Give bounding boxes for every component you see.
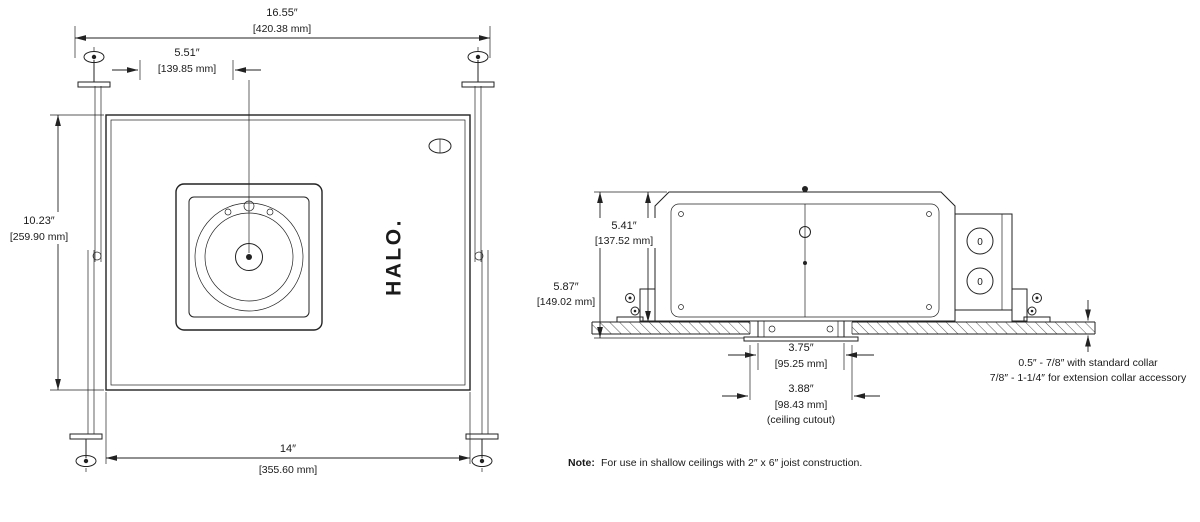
- ceiling-section: [591, 321, 1096, 335]
- dim-frame-height-mm: [259.90 mm]: [10, 231, 68, 243]
- knockout-label: 0: [977, 237, 983, 248]
- dim-frame-height-in: 10.23″: [23, 215, 55, 227]
- footnote: Note: For use in shallow ceilings with 2…: [568, 457, 862, 469]
- hanger-foot-bottom-left: [69, 433, 103, 472]
- collar-note-line2: 7/8″ - 1-1/4″ for extension collar acces…: [990, 372, 1187, 384]
- wing-nut-icon: [467, 51, 489, 63]
- hanger-foot-top-left: [77, 47, 111, 88]
- dim-overall-width: 16.55″ [420.38 mm]: [74, 7, 491, 58]
- footnote-label: Note:: [568, 457, 595, 469]
- dim-housing-height: 5.41″ [137.52 mm]: [588, 191, 667, 322]
- dim-frame-width: 14″ [355.60 mm]: [105, 392, 471, 476]
- dim-aperture-mm: [139.85 mm]: [158, 63, 216, 75]
- dim-collar-width-in: 3.75″: [788, 342, 813, 354]
- dim-housing-height-mm: [137.52 mm]: [595, 235, 653, 247]
- dim-ceiling-cutout-in: 3.88″: [788, 383, 813, 395]
- junction-box: 0 0: [954, 213, 1013, 311]
- hanger-rails-right: [474, 86, 489, 434]
- wing-nut-icon: [75, 455, 97, 467]
- rail-clamp-screw: [92, 251, 102, 261]
- knockout-circle: [966, 267, 994, 295]
- collar-note-line1: 0.5″ - 7/8″ with standard collar: [1018, 357, 1158, 369]
- plan-view: HALO. 16.55″ [420.38 mm] 5.51″ [139.85 m…: [2, 7, 499, 476]
- dim-frame-height: 10.23″ [259.90 mm]: [2, 114, 104, 391]
- dim-overall-width-in: 16.55″: [266, 7, 298, 19]
- frame-outline: [105, 114, 471, 391]
- dim-frame-width-in: 14″: [280, 443, 296, 455]
- hanger-rails-left: [87, 86, 102, 434]
- hanger-foot-top-right: [461, 47, 495, 88]
- collar-thickness-note: 0.5″ - 7/8″ with standard collar 7/8″ - …: [990, 300, 1187, 384]
- rail-clamp-screw: [474, 251, 484, 261]
- dim-overall-height-mm: [149.02 mm]: [537, 296, 595, 308]
- dim-ceiling-cutout-caption: (ceiling cutout): [767, 414, 835, 426]
- dim-housing-height-in: 5.41″: [611, 220, 636, 232]
- hanger-foot-bottom-right: [465, 433, 499, 472]
- side-view: 0 0: [537, 186, 1187, 426]
- bracket-right: [1011, 288, 1051, 323]
- dim-aperture: 5.51″ [139.85 mm]: [112, 47, 261, 253]
- wing-nut-icon: [83, 51, 105, 63]
- dim-collar-width: 3.75″ [95.25 mm]: [728, 342, 874, 370]
- knockout-label: 0: [977, 277, 983, 288]
- bracket-left: [616, 288, 656, 323]
- dim-overall-height-in: 5.87″: [553, 281, 578, 293]
- wing-nut-icon: [471, 455, 493, 467]
- dim-ceiling-cutout-mm: [98.43 mm]: [775, 399, 828, 411]
- lamp-center-mark: [246, 254, 252, 260]
- mounting-slot: [428, 138, 452, 154]
- collar: [743, 321, 859, 342]
- dim-overall-height: 5.87″ [149.02 mm]: [537, 192, 744, 339]
- dim-overall-width-mm: [420.38 mm]: [253, 23, 311, 35]
- dim-ceiling-cutout: 3.88″ [98.43 mm] (ceiling cutout): [722, 345, 880, 426]
- dim-collar-width-mm: [95.25 mm]: [775, 358, 828, 370]
- housing: [654, 186, 956, 322]
- knockout-circle: [966, 227, 994, 255]
- dim-frame-width-mm: [355.60 mm]: [259, 464, 317, 476]
- top-screw: [802, 186, 808, 192]
- halo-logo: HALO.: [383, 218, 406, 296]
- dim-aperture-in: 5.51″: [174, 47, 199, 59]
- footnote-text: For use in shallow ceilings with 2″ x 6″…: [601, 457, 862, 469]
